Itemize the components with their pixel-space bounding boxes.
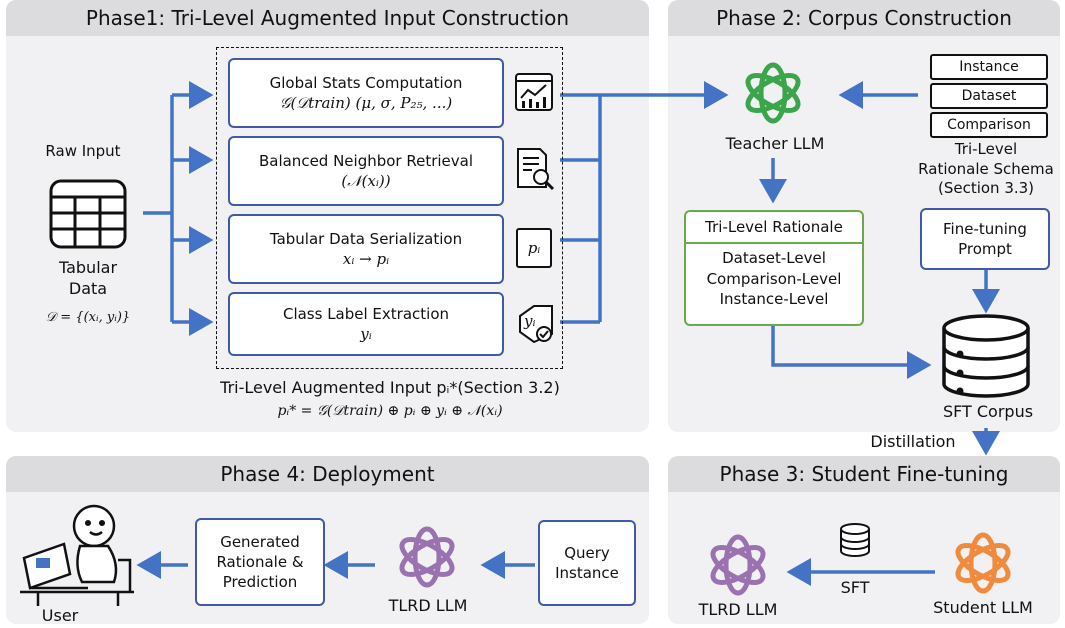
deployed-tlrd-llm-icon — [399, 526, 455, 588]
generated-rationale-box: Generated Rationale & Prediction — [195, 518, 325, 606]
tlrd-llm-icon — [710, 534, 766, 596]
phase3-title: Phase 3: Student Fine-tuning — [668, 456, 1060, 492]
schema-layer-instance: Instance — [930, 54, 1048, 80]
student-llm-label: Student LLM — [933, 598, 1033, 617]
phase3-panel: Phase 3: Student Fine-tuning — [668, 456, 1060, 624]
raw-input-label: Raw Input — [45, 142, 121, 160]
augmented-input-group — [216, 47, 563, 369]
teacher-llm-icon — [745, 62, 801, 124]
sft-database-icon — [840, 523, 870, 557]
user-at-laptop-icon — [20, 504, 134, 606]
rationale-title: Tri-Level Rationale — [686, 212, 862, 245]
student-llm-icon — [955, 532, 1011, 594]
schema-caption: Tri-Level Rationale Schema (Section 3.3) — [918, 140, 1054, 197]
dataset-formula: 𝒟 = {(xᵢ, yᵢ)} — [45, 310, 131, 325]
phase1-title: Phase1: Tri-Level Augmented Input Constr… — [6, 0, 649, 36]
neighbor-retrieval-box: Balanced Neighbor Retrieval (𝒩(xᵢ)) — [228, 136, 504, 206]
schema-stack: Instance Dataset Comparison — [930, 54, 1048, 138]
table-icon — [49, 179, 127, 249]
tabular-data-label: Tabular Data — [58, 258, 118, 298]
phase3-tlrd-label: TLRD LLM — [698, 600, 778, 619]
fine-tuning-prompt-box: Fine-tuning Prompt — [920, 208, 1050, 270]
user-label: User — [41, 606, 79, 625]
document-search-icon — [517, 148, 555, 191]
phase2-title: Phase 2: Corpus Construction — [668, 0, 1060, 36]
label-extraction-box: Class Label Extraction yᵢ — [228, 292, 504, 356]
stats-chart-icon — [515, 73, 553, 111]
label-tag-icon: yᵢ — [514, 304, 556, 344]
sft-corpus-label: SFT Corpus — [942, 402, 1034, 421]
phase4-tlrd-label: TLRD LLM — [388, 596, 468, 615]
distillation-label: Distillation — [870, 432, 956, 451]
schema-layer-dataset: Dataset — [930, 83, 1048, 109]
query-instance-box: Query Instance — [538, 520, 636, 606]
global-stats-box: Global Stats Computation 𝒢(𝒟train) (μ, σ… — [228, 58, 504, 128]
tri-level-rationale-box: Tri-Level Rationale Dataset-Level Compar… — [684, 210, 864, 326]
serialization-box: Tabular Data Serialization xᵢ → pᵢ — [228, 214, 504, 284]
augmented-input-formula: pᵢ* = 𝒢(𝒟train) ⊕ pᵢ ⊕ yᵢ ⊕ 𝒩(xᵢ) — [277, 403, 503, 419]
teacher-llm-label: Teacher LLM — [725, 134, 825, 153]
serialized-prompt-icon: pᵢ — [516, 228, 552, 268]
schema-layer-comparison: Comparison — [930, 112, 1048, 138]
phase4-title: Phase 4: Deployment — [6, 456, 649, 492]
augmented-input-caption: Tri-Level Augmented Input pᵢ*(Section 3.… — [220, 378, 560, 397]
sft-corpus-database-icon — [942, 314, 1030, 398]
sft-label: SFT — [840, 578, 870, 597]
